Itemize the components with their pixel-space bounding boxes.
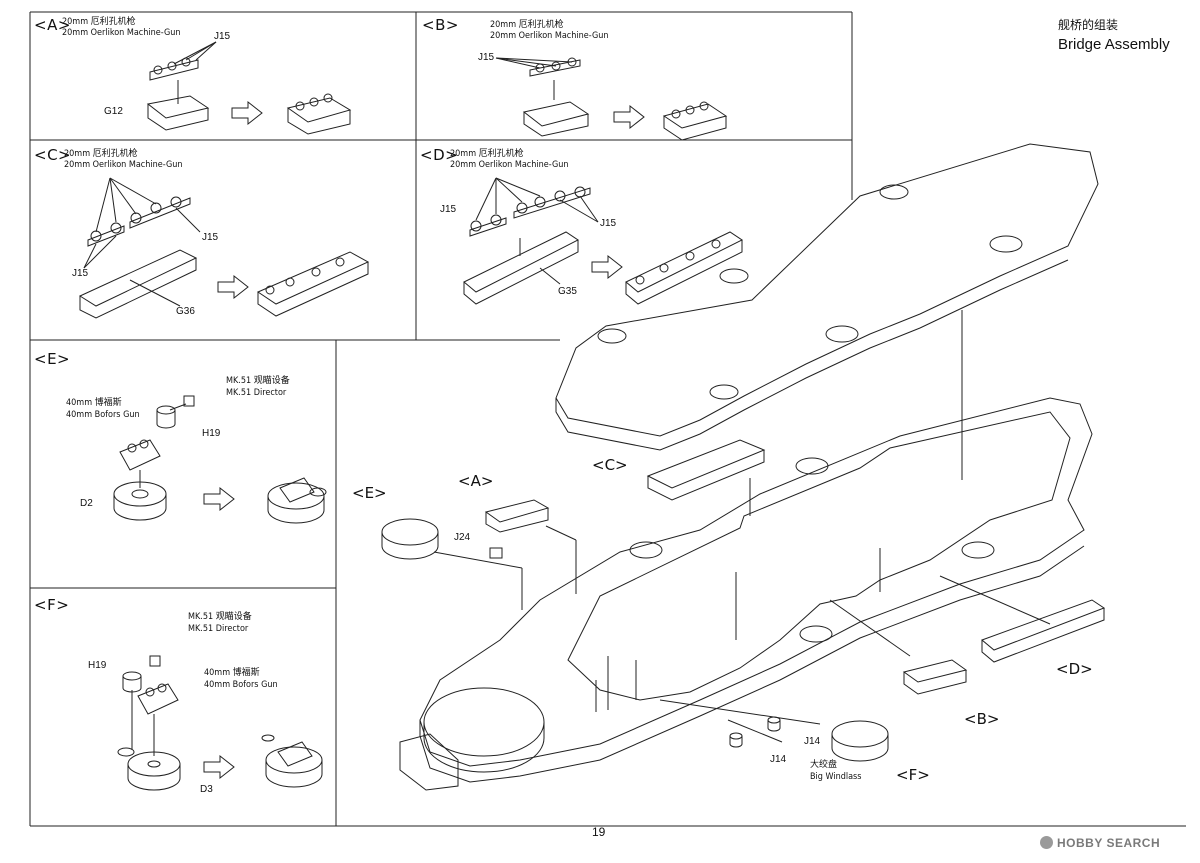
main-part-j14-left: J14 <box>770 754 787 765</box>
panel-c-note-en: 20mm Oerlikon Machine-Gun <box>64 160 183 170</box>
panel-c-part-j15-b: J15 <box>72 268 89 279</box>
panel-b-note-en: 20mm Oerlikon Machine-Gun <box>490 31 609 41</box>
main-callout-d: <D> <box>1056 660 1093 678</box>
panel-f-label: <F> <box>34 596 70 614</box>
watermark: HOBBY SEARCH <box>1040 836 1160 850</box>
panel-e-director-en: MK.51 Director <box>226 388 287 398</box>
panel-a-note-cn: 20mm 厄利孔机枪 <box>62 17 136 27</box>
watermark-text: HOBBY SEARCH <box>1057 836 1161 850</box>
panel-a-note-en: 20mm Oerlikon Machine-Gun <box>62 28 181 38</box>
panel-b-part-j15: J15 <box>478 52 495 63</box>
panel-e-art <box>113 395 327 524</box>
panel-b-note-cn: 20mm 厄利孔机枪 <box>490 20 564 30</box>
panel-e-director-cn: MK.51 观瞄设备 <box>226 376 290 386</box>
panel-b-art <box>495 57 728 141</box>
panel-d-label: <D> <box>420 146 459 164</box>
title-chinese: 舰桥的组装 <box>1058 18 1119 32</box>
panel-d-note-cn: 20mm 厄利孔机枪 <box>450 149 524 159</box>
main-callout-f: <F> <box>896 766 930 784</box>
logo-icon <box>1040 836 1053 849</box>
panel-d-part-j15-a: J15 <box>440 204 457 215</box>
panel-c-art <box>78 177 370 319</box>
main-art <box>381 143 1106 791</box>
panel-f-art <box>117 655 323 791</box>
main-callout-c: <C> <box>592 456 628 474</box>
main-callout-b: <B> <box>964 710 1000 728</box>
windlass-label-en: Big Windlass <box>810 772 862 782</box>
panel-d-art <box>463 177 743 305</box>
panel-f-part-d3: D3 <box>200 784 213 795</box>
panel-d-part-g35: G35 <box>558 286 577 297</box>
panel-b-label: <B> <box>422 16 459 34</box>
page-title: Bridge Assembly <box>1058 36 1170 53</box>
main-part-j14-right: J14 <box>804 736 821 747</box>
panel-c-part-j15-a: J15 <box>202 232 219 243</box>
page-number: 19 <box>592 825 606 839</box>
main-part-j24: J24 <box>454 532 471 543</box>
windlass-label-cn: 大绞盘 <box>810 760 838 770</box>
panel-a-part-g12: G12 <box>104 106 123 117</box>
main-callout-a: <A> <box>458 472 494 490</box>
panel-a-label: <A> <box>34 16 71 34</box>
panel-c-label: <C> <box>34 146 72 164</box>
panel-e-part-d2: D2 <box>80 498 93 509</box>
panel-e-label: <E> <box>34 350 71 368</box>
panel-f-gun-cn: 40mm 博福斯 <box>204 668 260 678</box>
panel-a-part-j15: J15 <box>214 31 231 42</box>
panel-e-gun-cn: 40mm 博福斯 <box>66 398 122 408</box>
panel-f-part-h19: H19 <box>88 660 107 671</box>
panel-f-director-en: MK.51 Director <box>188 624 249 634</box>
panel-f-director-cn: MK.51 观瞄设备 <box>188 612 252 622</box>
panel-e-gun-en: 40mm Bofors Gun <box>66 410 140 420</box>
panel-c-part-g36: G36 <box>176 306 195 317</box>
panel-a-art <box>146 41 352 135</box>
panel-f-gun-en: 40mm Bofors Gun <box>204 680 278 690</box>
panel-d-part-j15-b: J15 <box>600 218 617 229</box>
panel-e-part-h19: H19 <box>202 428 221 439</box>
panel-c-note-cn: 20mm 厄利孔机枪 <box>64 149 138 159</box>
main-callout-e: <E> <box>352 484 387 502</box>
panel-d-note-en: 20mm Oerlikon Machine-Gun <box>450 160 569 170</box>
